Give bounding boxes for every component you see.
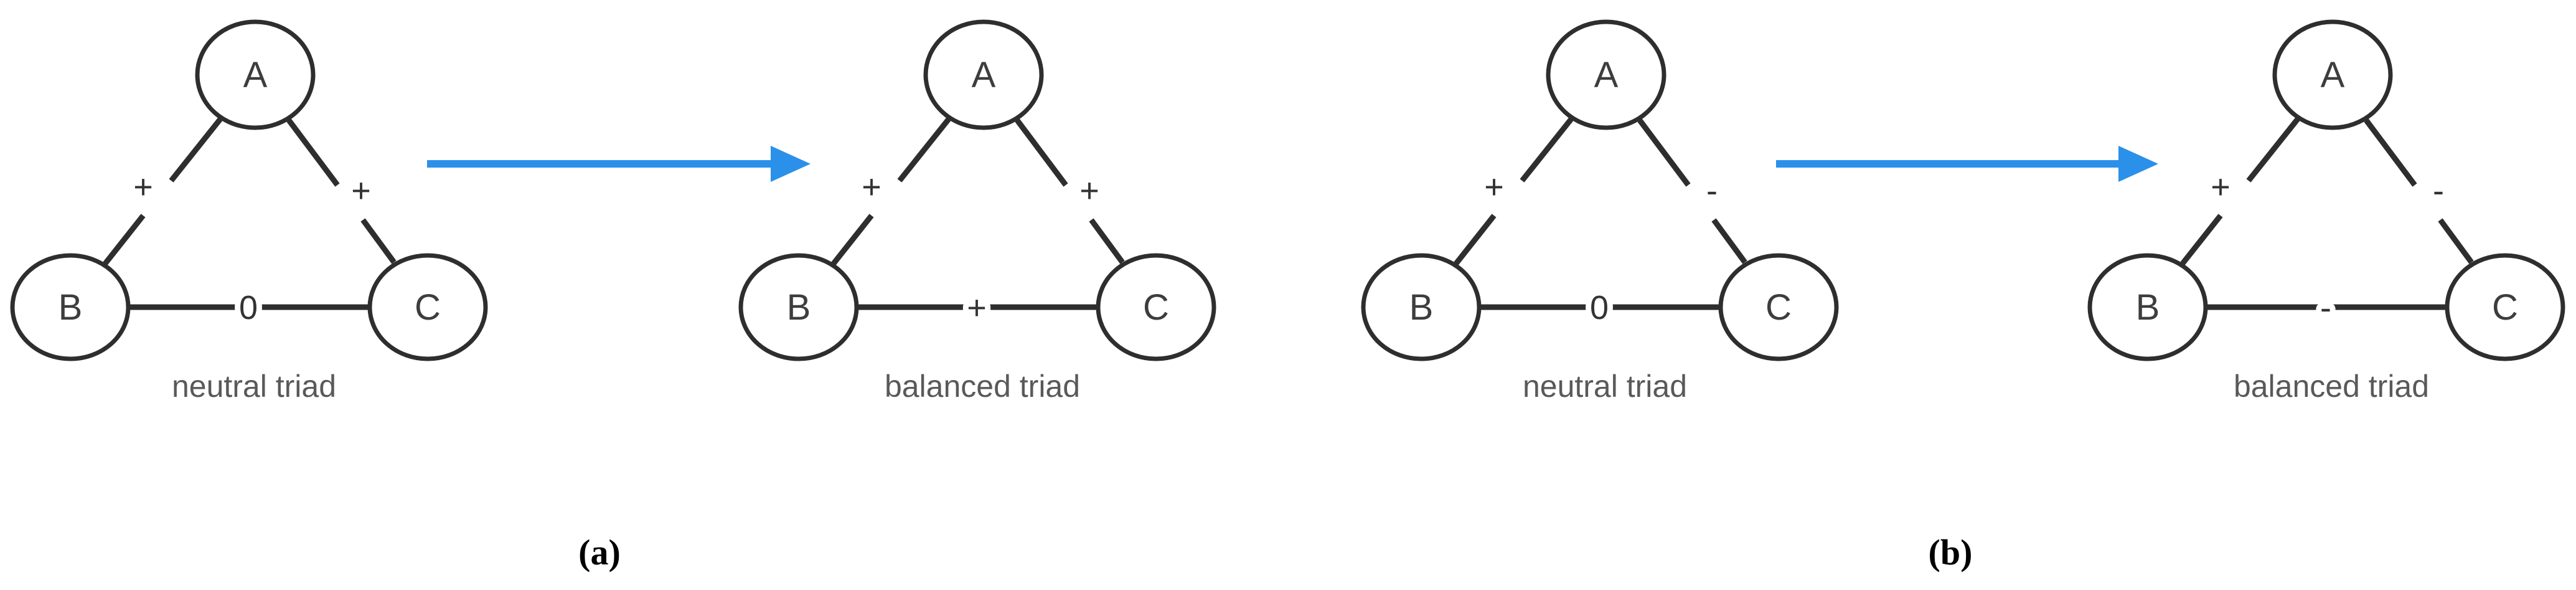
edge-ab-segment-2 (2180, 214, 2223, 265)
node-b-circle (738, 253, 859, 361)
edge-ac-segment-2 (360, 218, 397, 264)
edge-bc-label: 0 (239, 289, 258, 326)
node-b-label: B (787, 287, 811, 328)
node-b-circle (1361, 253, 1482, 361)
triad-neutral-a: A B C + + 0 neutral triad (10, 19, 488, 404)
transition-arrow-a (427, 146, 811, 182)
triad-balanced-b: A B C + - - balanced triad (2087, 19, 2565, 404)
triad-neutral-b: A B C + - 0 neutral triad (1361, 19, 1839, 404)
edge-ab-label: + (862, 168, 881, 206)
edge-ac-segment-2 (2438, 218, 2474, 264)
edge-ac-segment-1 (1637, 118, 1691, 187)
node-a-circle (1546, 19, 1666, 130)
triad-caption: neutral triad (172, 369, 336, 404)
edge-bc-label: + (967, 289, 987, 326)
edge-ab-segment-1 (1520, 117, 1574, 183)
edge-ac-segment-2 (1089, 218, 1125, 264)
edge-ac-label: - (1706, 172, 1718, 209)
node-b-label: B (1409, 287, 1434, 328)
edge-ac-label: - (2433, 172, 2444, 209)
node-a-label: A (1594, 55, 1619, 95)
triad-caption: balanced triad (885, 369, 1080, 404)
node-a-circle (2272, 19, 2393, 130)
node-b-circle (2087, 253, 2208, 361)
edge-ab-segment-1 (169, 117, 223, 183)
triad-caption: neutral triad (1523, 369, 1687, 404)
node-c-label: C (415, 287, 441, 328)
node-c-circle (2445, 253, 2565, 361)
node-c-label: C (1143, 287, 1169, 328)
node-a-circle (195, 19, 316, 130)
node-a-label: A (243, 55, 268, 95)
node-c-circle (1096, 253, 1216, 361)
edge-ac-segment-1 (2364, 118, 2417, 187)
node-b-label: B (59, 287, 83, 328)
node-a-label: A (972, 55, 996, 95)
edge-ac-label: + (1079, 172, 1099, 209)
edge-ab-segment-2 (831, 214, 874, 265)
panel-label-a: (a) (578, 532, 621, 573)
edge-ab-label: + (1484, 168, 1504, 206)
node-b-circle (10, 253, 131, 361)
node-a-label: A (2321, 55, 2345, 95)
edge-ab-segment-2 (103, 214, 146, 265)
right-arrow-icon (2118, 146, 2158, 182)
edge-ac-segment-1 (1015, 118, 1068, 187)
edge-ab-segment-1 (2246, 117, 2300, 183)
node-c-label: C (1765, 287, 1792, 328)
transition-arrow-b (1776, 146, 2158, 182)
triad-balanced-a: A B C + + + balanced triad (738, 19, 1216, 404)
node-c-circle (1718, 253, 1839, 361)
panel-label-b: (b) (1929, 532, 1973, 573)
edge-ab-segment-2 (1454, 214, 1497, 265)
edge-ac-label: + (351, 172, 371, 209)
right-arrow-icon (771, 146, 811, 182)
edge-ab-label: + (2211, 168, 2230, 206)
node-c-circle (367, 253, 488, 361)
edge-ac-segment-1 (286, 118, 340, 187)
node-b-label: B (2136, 287, 2160, 328)
edge-bc-label: - (2320, 289, 2331, 326)
edge-ab-label: + (133, 168, 153, 206)
node-c-label: C (2492, 287, 2518, 328)
edge-bc-label: 0 (1590, 289, 1609, 326)
triad-caption: balanced triad (2234, 369, 2429, 404)
edge-ab-segment-1 (897, 117, 951, 183)
edge-ac-segment-2 (1711, 218, 1747, 264)
node-a-circle (923, 19, 1044, 130)
